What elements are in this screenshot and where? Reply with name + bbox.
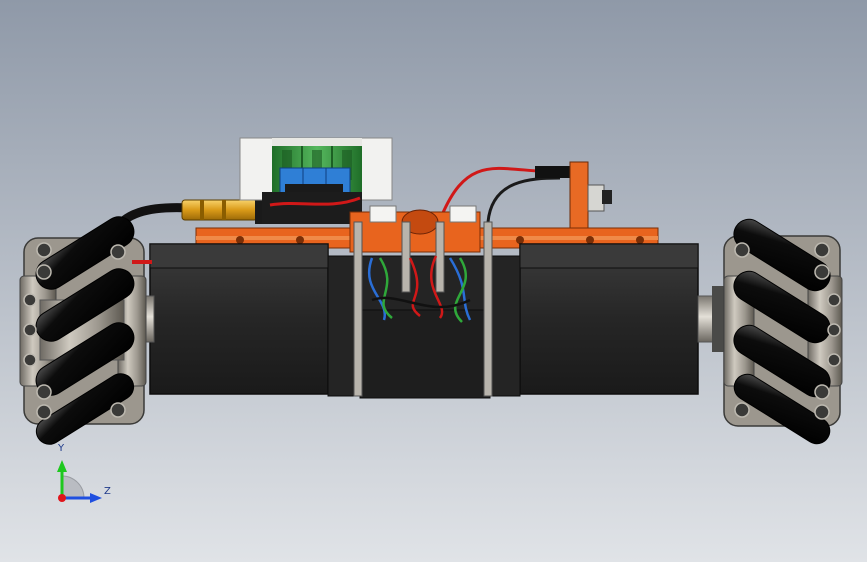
center-wiring: [367, 255, 472, 323]
right-axle-hub: [712, 286, 724, 352]
terminal-blocks: [279, 167, 351, 197]
triad-y-label: Y: [58, 443, 65, 454]
left-mecanum-wheel: [19, 216, 147, 445]
control-board: [262, 192, 362, 224]
right-mecanum-wheel: [723, 218, 843, 445]
red-wires: [269, 196, 361, 207]
chassis-plate: [195, 205, 659, 253]
robot-assembly[interactable]: [19, 137, 843, 449]
triad-z-label: Z: [104, 486, 111, 497]
sensor-wire-black: [486, 176, 561, 223]
center-lower-block: [359, 309, 491, 399]
left-motor-endcap: [149, 243, 329, 269]
right-motor: [519, 243, 699, 395]
right-motor-endcap: [519, 243, 699, 269]
coordinate-triad-icon: [57, 460, 102, 503]
sensor-module: [535, 161, 612, 229]
standoffs: [353, 221, 493, 397]
